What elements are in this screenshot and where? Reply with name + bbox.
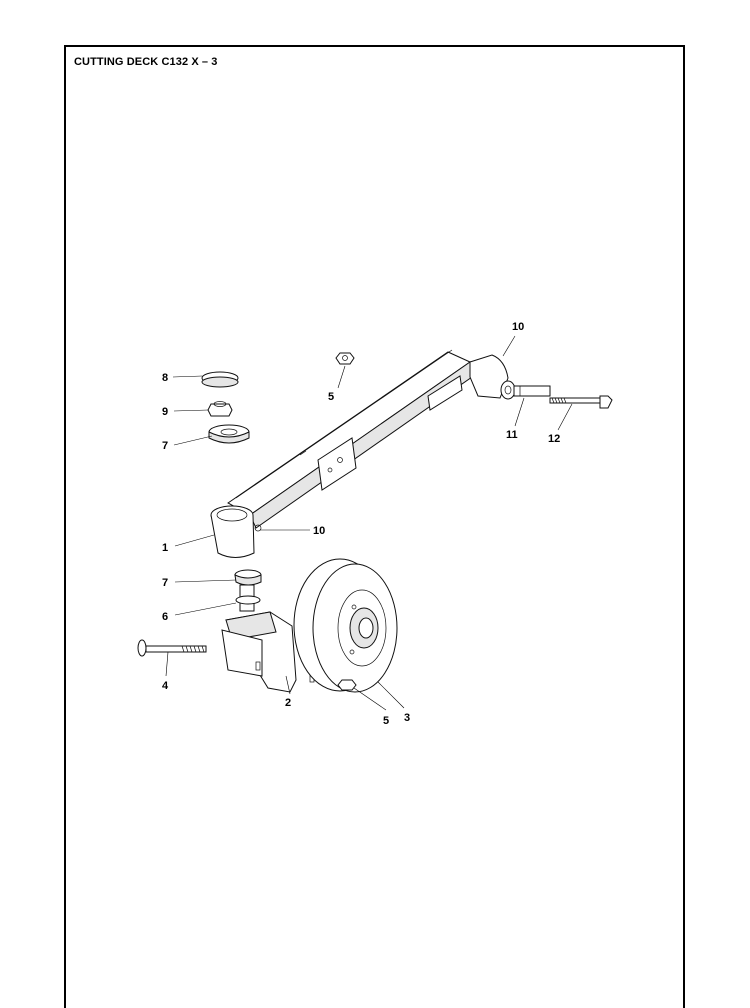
bearing-top <box>208 424 250 444</box>
callout-12-pivot-bolt: 12 <box>548 433 560 445</box>
callout-9-lock-nut: 9 <box>162 406 168 418</box>
callout-2-wheel-fork: 2 <box>285 697 291 709</box>
wheel-fork <box>221 611 315 693</box>
diagram-frame <box>64 45 685 1008</box>
caster-tube <box>210 505 262 558</box>
nut-top <box>335 352 355 365</box>
callout-5-nut-lower: 5 <box>383 715 389 727</box>
washer <box>235 595 261 605</box>
callout-10-pivot-bracket: 10 <box>512 321 524 333</box>
callout-1-caster-tube: 1 <box>162 542 168 554</box>
pivot-bracket <box>469 354 516 400</box>
callout-7-bearing-lower: 7 <box>162 577 168 589</box>
axle-bolt <box>137 639 207 657</box>
callout-6-washer: 6 <box>162 611 168 623</box>
page-title: CUTTING DECK C132 X – 3 <box>74 56 218 68</box>
callout-3-wheel: 3 <box>404 712 410 724</box>
lock-nut <box>207 401 233 417</box>
callout-8-dust-cap: 8 <box>162 372 168 384</box>
nut-lower <box>337 679 357 691</box>
leader-lines <box>165 335 573 711</box>
callout-11-spacer: 11 <box>506 429 518 441</box>
wheel <box>293 558 398 693</box>
callout-7-bearing-top: 7 <box>162 440 168 452</box>
caster-arm <box>227 349 473 529</box>
callout-10-grease-fitting: 10 <box>313 525 325 537</box>
dust-cap <box>201 371 239 388</box>
callout-4-axle-bolt: 4 <box>162 680 169 692</box>
pivot-bolt-assembly <box>513 385 613 409</box>
bearing-lower <box>234 569 262 612</box>
callout-5-nut: 5 <box>328 391 334 403</box>
